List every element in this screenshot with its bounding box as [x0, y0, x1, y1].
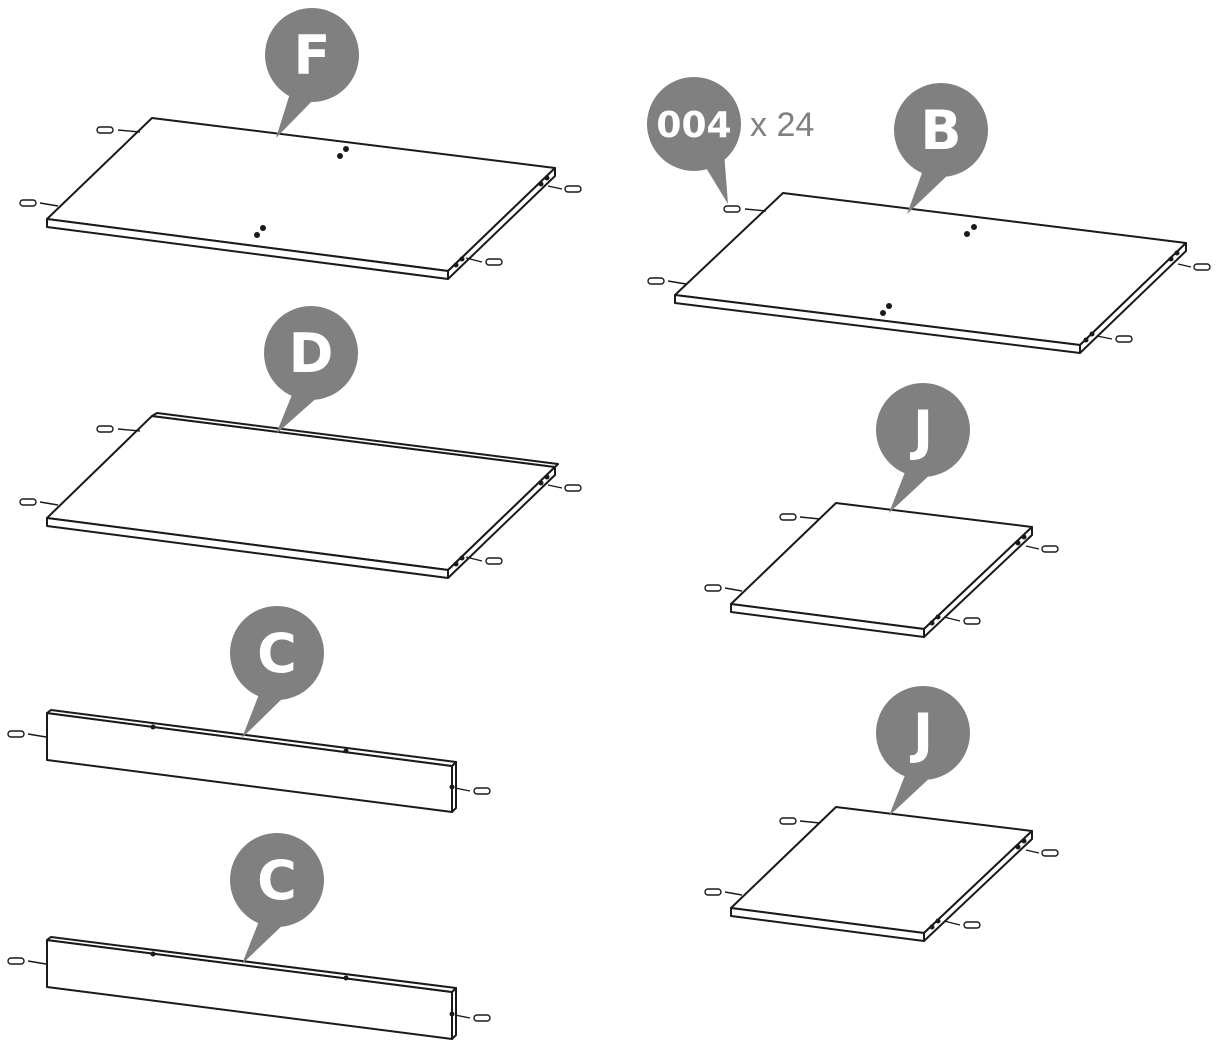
hardware-part-code: 004 [656, 105, 731, 146]
callout-c-top: C [230, 606, 324, 738]
callout-c-top-label: C [257, 622, 297, 685]
callout-j-top-label: J [909, 399, 933, 462]
dowels-panel-j-bottom [704, 817, 1059, 929]
callout-j-bottom: J [876, 686, 970, 816]
panel-b [674, 192, 1187, 354]
panel-j-top [730, 502, 1033, 638]
panel-f [46, 117, 556, 280]
callout-d: D [264, 306, 358, 434]
callout-f: F [265, 8, 359, 138]
panel-c-bottom [46, 936, 457, 1040]
dowels-panel-f [19, 126, 582, 266]
dowels-panel-c-top [7, 730, 491, 795]
hardware-quantity: x 24 [750, 106, 814, 144]
panel-j-bottom [730, 806, 1033, 942]
callout-b-label: B [920, 99, 961, 162]
callout-c-bottom: C [230, 833, 324, 964]
dowels-panel-b [647, 205, 1211, 343]
callout-b: B [894, 83, 988, 214]
dowels-panel-j-top [704, 513, 1059, 625]
callout-f-label: F [294, 24, 331, 87]
dowels-panel-c-bottom [7, 957, 491, 1022]
dowels-panel-d [19, 425, 582, 565]
panel-d [46, 412, 559, 579]
callout-hardware-004: 004 x 24 [647, 77, 814, 204]
panel-c-top [46, 709, 457, 813]
callout-c-bottom-label: C [257, 849, 297, 912]
callout-j-bottom-label: J [909, 702, 933, 765]
callout-j-top: J [876, 383, 970, 513]
callout-d-label: D [289, 322, 334, 385]
